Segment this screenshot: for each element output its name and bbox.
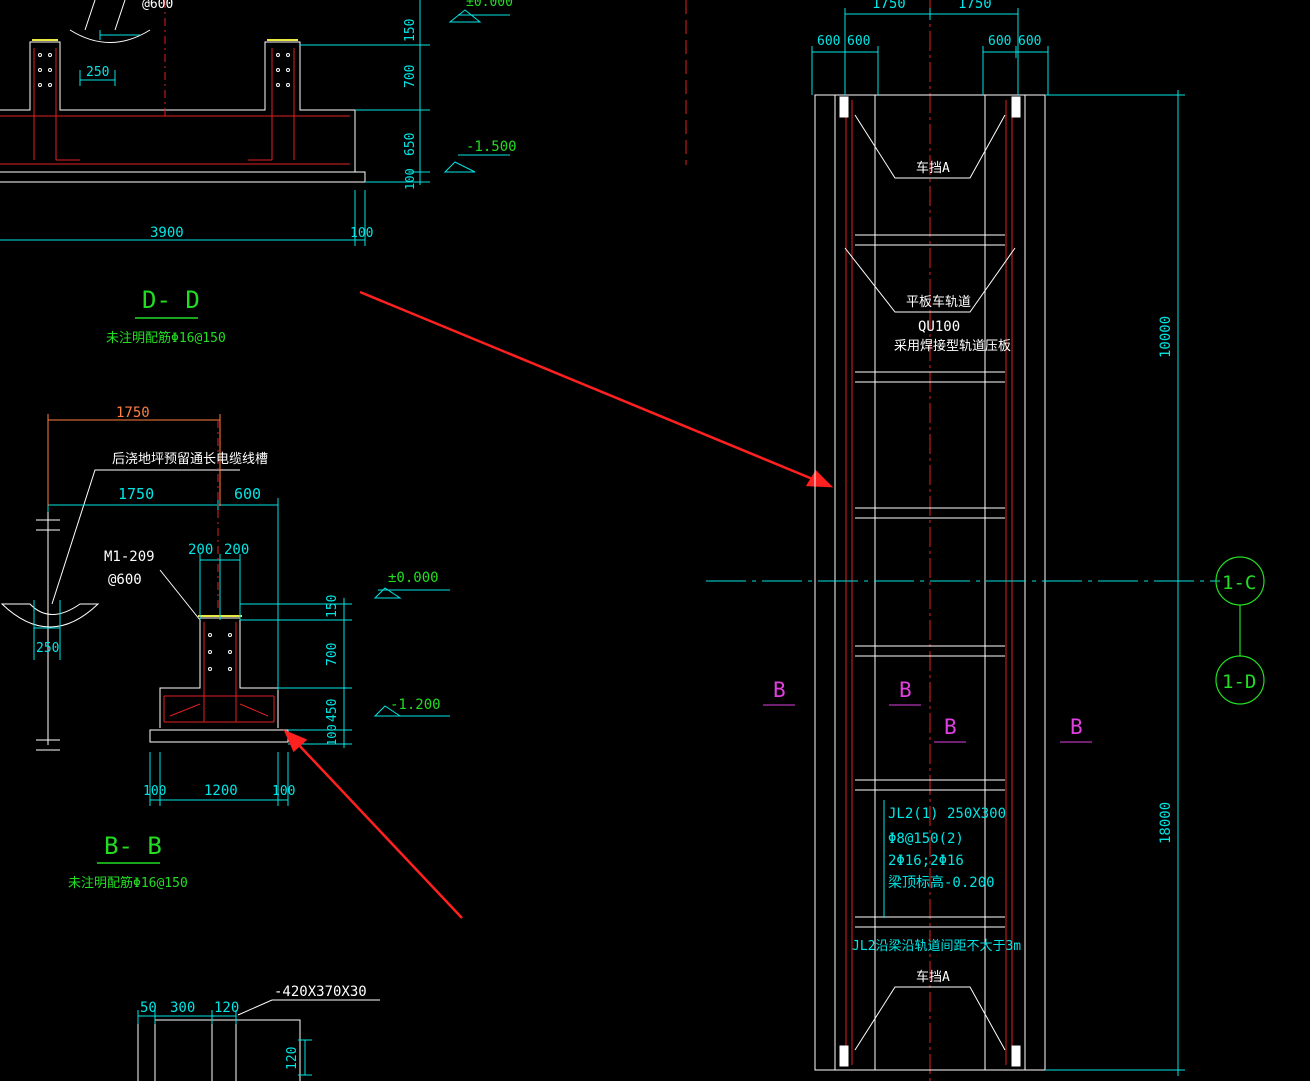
- bb-dim-700: 700: [325, 643, 340, 666]
- plate-dim-50: 50: [140, 1000, 157, 1016]
- dd-dim-150: 150: [403, 19, 418, 42]
- plan-rail-model: QU100: [918, 319, 960, 335]
- section-bb: [0, 414, 450, 806]
- bb-dim-base-left: 100: [143, 784, 166, 799]
- bb-dim-base-right: 100: [272, 784, 295, 799]
- plan-beam-line-4: 梁顶标高-0.200: [888, 874, 995, 891]
- bb-section-title: B- B: [104, 832, 162, 860]
- arrow-to-plan: [359, 290, 816, 482]
- dd-section-title: D- D: [142, 286, 200, 314]
- dd-dim-250: 250: [86, 65, 109, 80]
- dd-elev-bottom: -1.500: [466, 139, 517, 155]
- dd-elev-top: ±0.000: [466, 0, 513, 10]
- plan-left-dim-a: 600: [817, 34, 840, 49]
- plate-label: -420X370X30: [274, 984, 367, 1000]
- bb-dim-200a: 200: [188, 542, 213, 558]
- plan-section-mark-4: B: [1070, 715, 1083, 739]
- plan-section-mark-2: B: [899, 678, 912, 702]
- plan-stop-top: 车挡A: [916, 160, 950, 176]
- dd-dim-100-v: 100: [403, 168, 417, 190]
- arrow-to-bb-base: [295, 741, 463, 919]
- plate-dim-300: 300: [170, 1000, 195, 1016]
- plan-beam-line-3: 2Φ16;2Φ16: [888, 853, 964, 869]
- dd-section-note: 未注明配筋Φ16@150: [106, 330, 226, 346]
- bb-dim-450: 450: [325, 699, 340, 722]
- dd-at600: @600: [142, 0, 173, 12]
- plate-dim-120-v: 120: [285, 1047, 300, 1070]
- bb-bolt-label: M1-209: [104, 549, 155, 565]
- dd-dim-100: 100: [350, 226, 373, 241]
- plan-beam-note: JL2沿梁沿轨道间距不大于3m: [852, 939, 1021, 954]
- section-dd: [0, 0, 510, 246]
- plan-view: [685, 0, 1265, 1081]
- dd-dim-650: 650: [403, 133, 418, 156]
- plan-axis-1c: 1-C: [1222, 572, 1256, 594]
- bb-dim-200b: 200: [224, 542, 249, 558]
- arrow-to-plan-head: [805, 469, 834, 488]
- plan-right-dim-a: 600: [988, 34, 1011, 49]
- bb-dim-1750-top: 1750: [116, 405, 150, 421]
- plan-rail-note: 采用焊接型轨道压板: [894, 338, 1011, 354]
- bb-dim-1750: 1750: [118, 485, 154, 503]
- bb-dim-150: 150: [325, 595, 340, 618]
- dd-dim-700: 700: [403, 65, 418, 88]
- annotation-arrows: [283, 290, 834, 919]
- plan-axis-1d: 1-D: [1222, 671, 1256, 693]
- plan-section-mark-1: B: [773, 678, 786, 702]
- bb-section-note: 未注明配筋Φ16@150: [68, 875, 188, 891]
- bb-elev-top: ±0.000: [388, 570, 439, 586]
- plan-top-dim-right: 1750: [958, 0, 992, 12]
- plan-beam-line-1: JL2(1) 250X300: [888, 806, 1006, 822]
- plan-track-label: 平板车轨道: [906, 294, 971, 310]
- arrow-to-bb-base-head: [283, 729, 308, 753]
- bb-dim-base-mid: 1200: [204, 783, 238, 799]
- bb-bolt-spacing: @600: [108, 572, 142, 588]
- plate-dim-120: 120: [214, 1000, 239, 1016]
- plan-beam-line-2: Φ8@150(2): [888, 831, 964, 847]
- bb-dim-250: 250: [36, 641, 59, 656]
- plan-top-dim-left: 1750: [872, 0, 906, 12]
- bb-elev-bottom: -1.200: [390, 697, 441, 713]
- plan-left-dim-b: 600: [847, 34, 870, 49]
- plate-detail: [137, 999, 380, 1081]
- bb-cable-note: 后浇地坪预留通长电缆线槽: [112, 451, 268, 467]
- bb-dim-600: 600: [234, 485, 261, 503]
- plan-right-dim-b: 600: [1018, 34, 1041, 49]
- plan-section-mark-3: B: [944, 715, 957, 739]
- plan-stop-bottom: 车挡A: [916, 969, 950, 985]
- plan-dim-upper: 10000: [1158, 316, 1174, 358]
- plan-dim-lower: 18000: [1158, 802, 1174, 844]
- dd-dim-3900: 3900: [150, 225, 184, 241]
- bb-dim-100: 100: [325, 724, 339, 746]
